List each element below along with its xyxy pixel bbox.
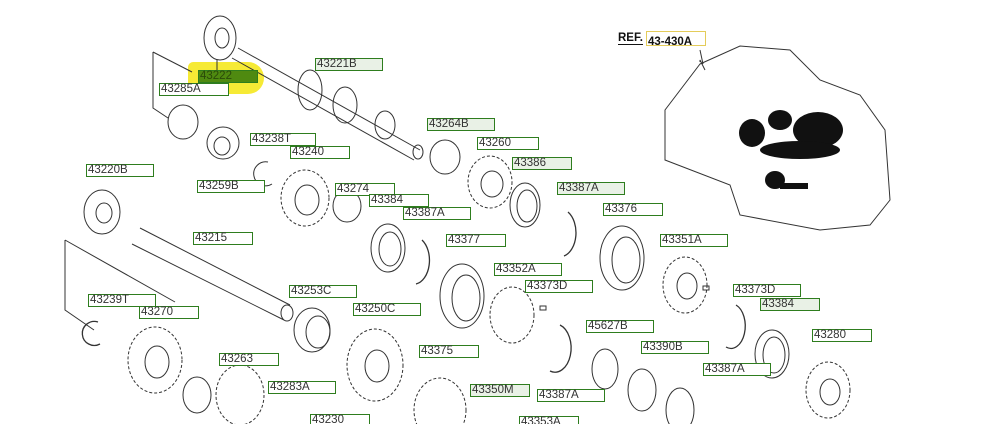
part-label-43259b[interactable]: 43259B [197, 180, 265, 193]
main-shaft [231, 47, 424, 161]
part-label-43220b[interactable]: 43220B [86, 164, 154, 177]
input-shaft [83, 189, 331, 353]
part-label-43215[interactable]: 43215 [193, 232, 253, 245]
part-label-43285a[interactable]: 43285A [159, 83, 229, 96]
part-label-43377[interactable]: 43377 [446, 234, 506, 247]
transmission-case [664, 45, 891, 231]
part-label-43222[interactable]: 43222 [198, 70, 258, 83]
part-label-43264b[interactable]: 43264B [427, 118, 495, 131]
part-label-43387a[interactable]: 43387A [537, 389, 605, 402]
gears [127, 155, 851, 424]
part-label-43384[interactable]: 43384 [369, 194, 429, 207]
part-label-43253c[interactable]: 43253C [289, 285, 357, 298]
part-label-43239t[interactable]: 43239T [88, 294, 156, 307]
part-label-43351a[interactable]: 43351A [660, 234, 728, 247]
part-label-43375[interactable]: 43375 [419, 345, 479, 358]
part-label-43274[interactable]: 43274 [335, 183, 395, 196]
part-label-43283a[interactable]: 43283A [268, 381, 336, 394]
part-label-43230[interactable]: 43230 [310, 414, 370, 424]
reference-code: 43-430A [648, 36, 693, 48]
bushing [206, 126, 240, 160]
part-label-43352a[interactable]: 43352A [494, 263, 562, 276]
gear-cluster [297, 69, 396, 140]
part-label-43387a[interactable]: 43387A [557, 182, 625, 195]
part-label-43280[interactable]: 43280 [812, 329, 872, 342]
part-label-43387a[interactable]: 43387A [703, 363, 771, 376]
rings [370, 182, 790, 424]
part-label-43260[interactable]: 43260 [477, 137, 539, 150]
part-label-43387a[interactable]: 43387A [403, 207, 471, 220]
part-label-43390b[interactable]: 43390B [641, 341, 709, 354]
part-label-43240[interactable]: 43240 [290, 146, 350, 159]
part-label-43386[interactable]: 43386 [512, 157, 572, 170]
part-label-43373d[interactable]: 43373D [733, 284, 801, 297]
detent-pins [539, 285, 710, 311]
part-label-45627b[interactable]: 45627B [586, 320, 654, 333]
part-label-43221b[interactable]: 43221B [315, 58, 383, 71]
bearing-43222 [203, 15, 237, 61]
part-label-43350m[interactable]: 43350M [470, 384, 530, 397]
gear-train-silhouette [739, 110, 843, 189]
reference-link[interactable]: 43-430A [646, 31, 706, 48]
part-label-43376[interactable]: 43376 [603, 203, 663, 216]
part-label-43263[interactable]: 43263 [219, 353, 279, 366]
part-label-43384[interactable]: 43384 [760, 298, 820, 311]
part-label-43373d[interactable]: 43373D [525, 280, 593, 293]
part-label-43270[interactable]: 43270 [139, 306, 199, 319]
part-label-43250c[interactable]: 43250C [353, 303, 421, 316]
reference-prefix: REF. [618, 32, 643, 45]
part-label-43238t[interactable]: 43238T [250, 133, 316, 146]
snap-rings [81, 211, 746, 373]
part-label-43353a[interactable]: 43353A [519, 416, 579, 424]
